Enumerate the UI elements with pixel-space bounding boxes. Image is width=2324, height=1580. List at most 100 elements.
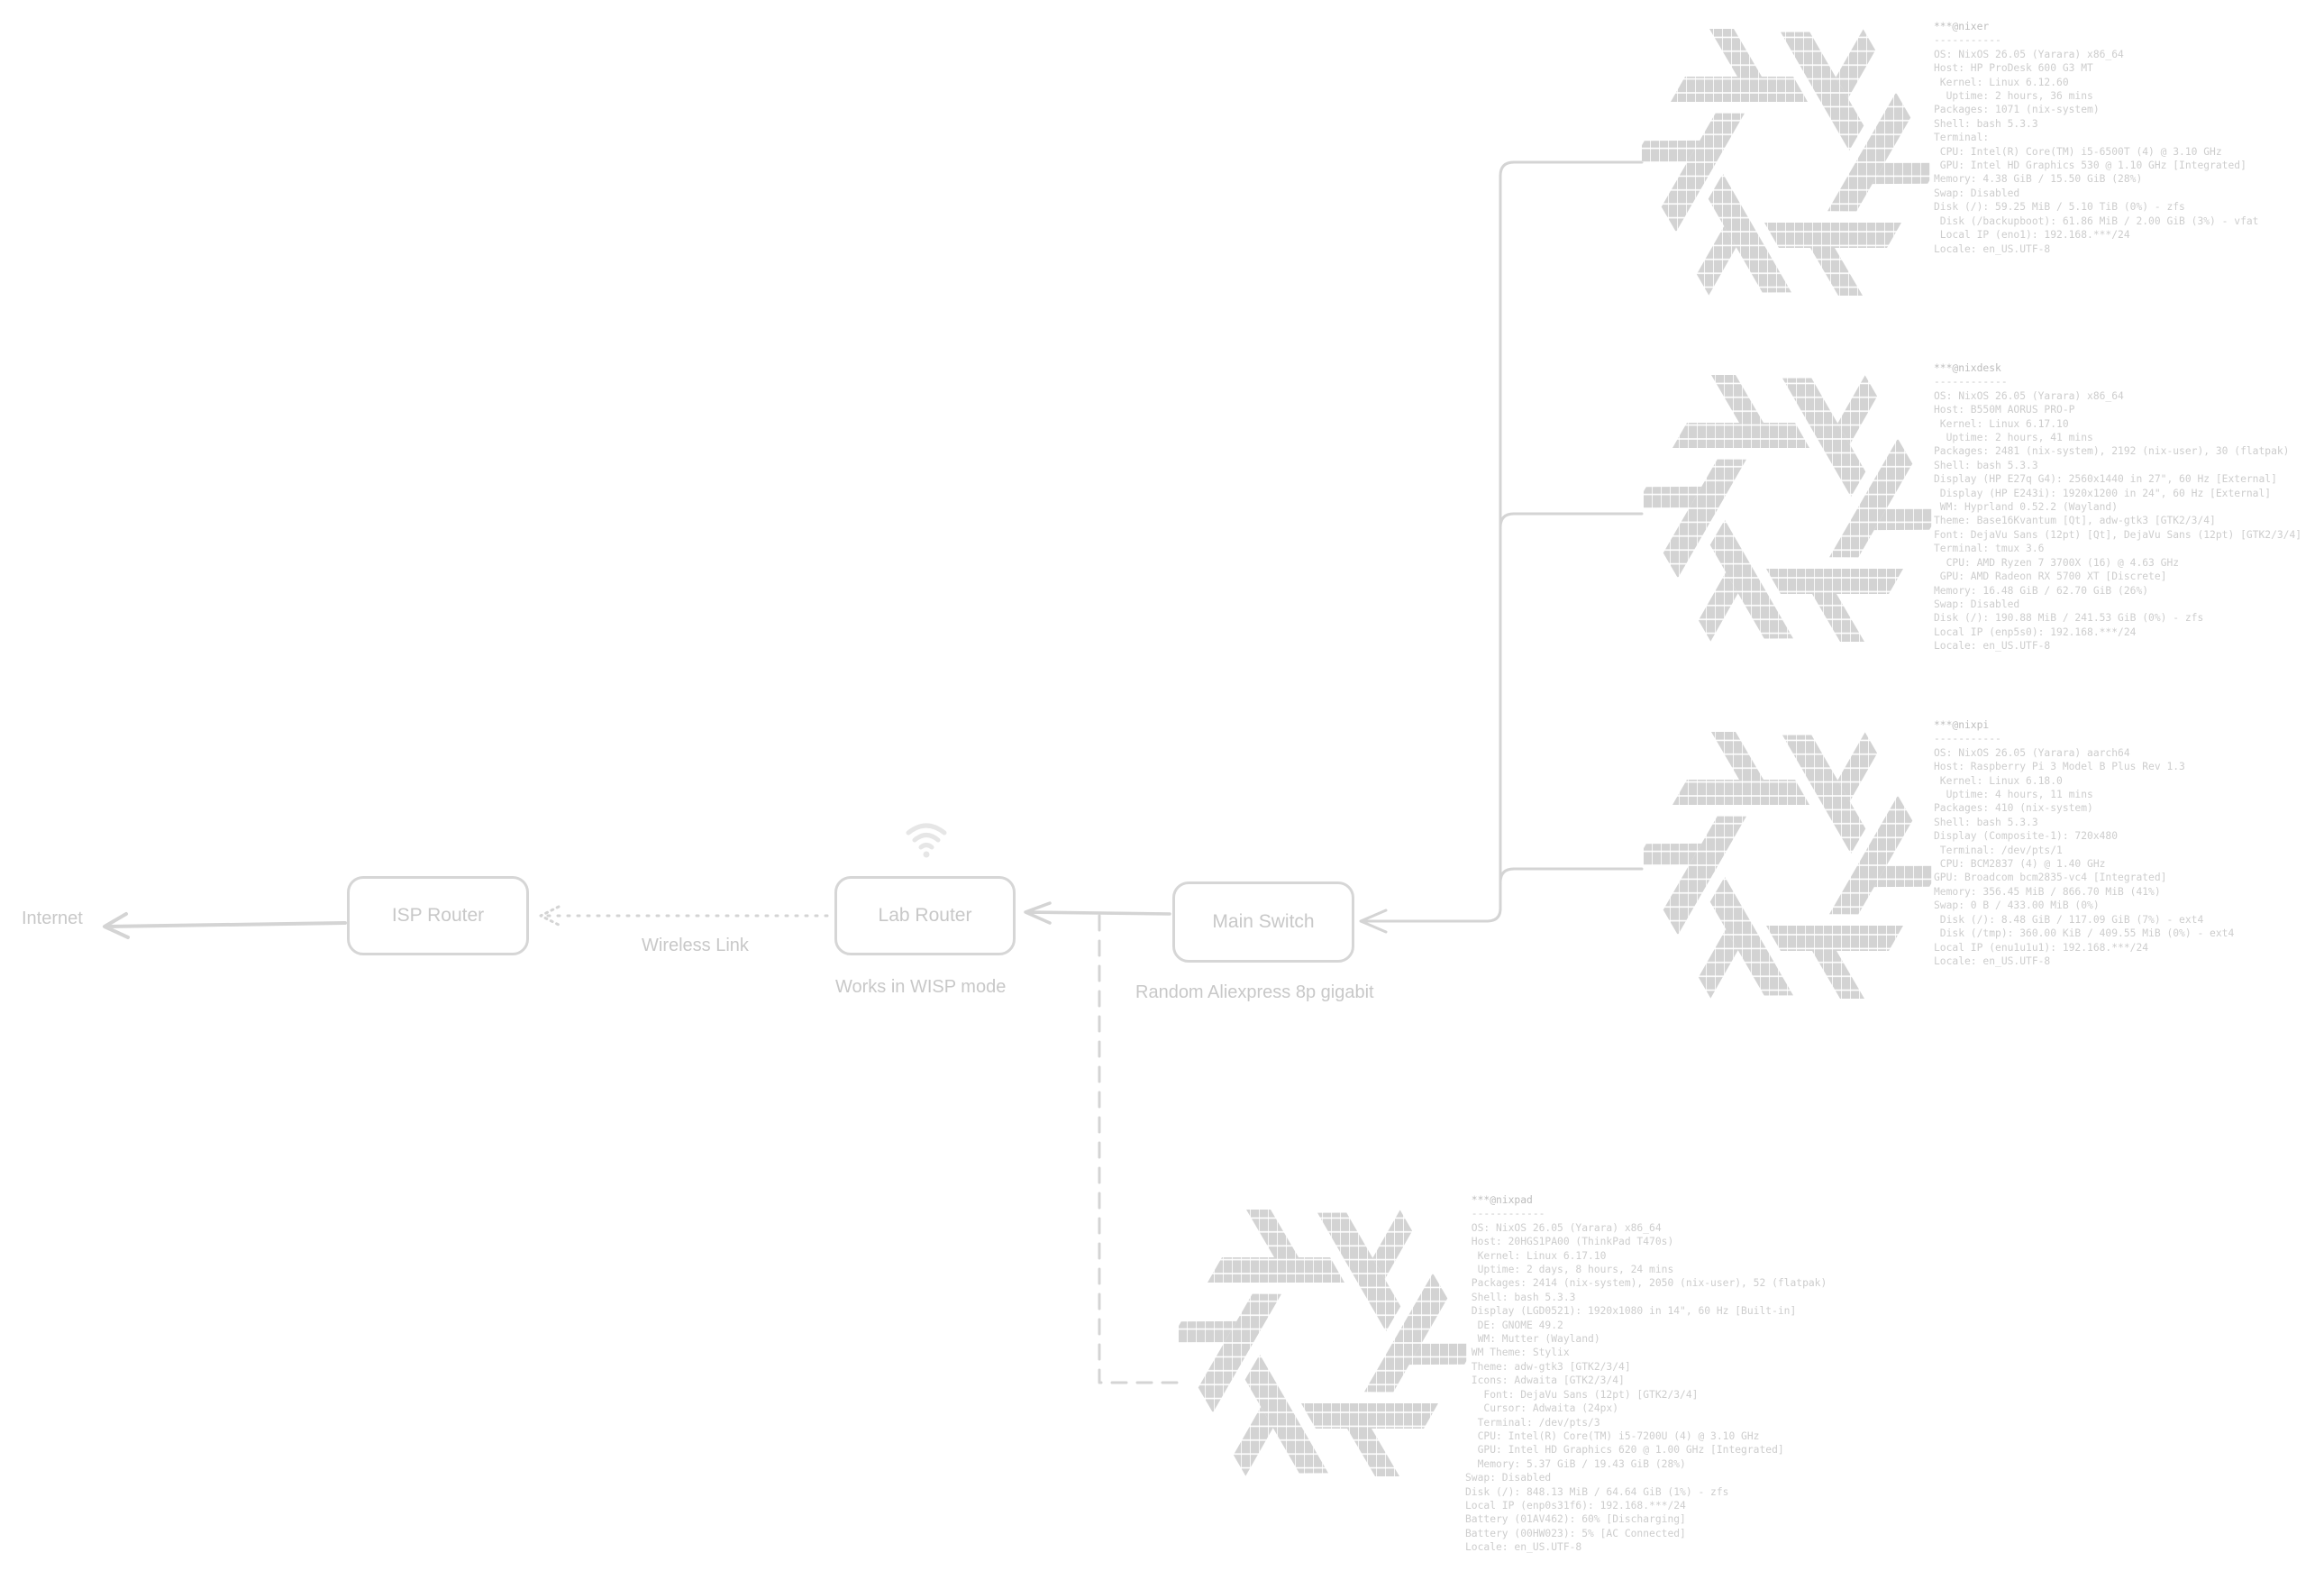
info-line: WM: Hyprland 0.52.2 (Wayland) xyxy=(1934,501,2119,514)
info-line: Local IP (enp0s31f6): 192.168.***/24 xyxy=(1465,1499,1686,1512)
info-line: WM Theme: Stylix xyxy=(1465,1347,1570,1359)
info-line: Local IP (enp5s0): 192.168.***/24 xyxy=(1934,626,2137,638)
arrowhead-into-switch xyxy=(1359,909,1388,934)
info-line: CPU: AMD Ryzen 7 3700X (16) @ 4.63 GHz xyxy=(1934,556,2180,569)
info-line: Swap: Disabled xyxy=(1934,598,2020,610)
info-line: Uptime: 4 hours, 11 mins xyxy=(1934,789,2093,801)
nixos-snowflake-icon xyxy=(1644,364,1932,653)
info-line: Terminal: /dev/pts/1 xyxy=(1934,844,2063,856)
info-line: Battery (00HW023): 5% [AC Connected] xyxy=(1465,1527,1686,1539)
info-line: Host: 20HGS1PA00 (ThinkPad T470s) xyxy=(1465,1236,1674,1248)
nixos-snowflake-icon xyxy=(1179,1199,1467,1487)
arrow-switch-to-lab-router xyxy=(1024,901,1171,925)
info-line: Swap: 0 B / 433.00 MiB (0%) xyxy=(1934,900,2100,912)
info-line: GPU: AMD Radeon RX 5700 XT [Discrete] xyxy=(1934,571,2167,583)
internet-label: Internet xyxy=(22,909,83,928)
info-line: Uptime: 2 hours, 36 mins xyxy=(1934,90,2093,103)
host-separator: ------------ xyxy=(1934,376,2008,388)
info-line: Packages: 2414 (nix-system), 2050 (nix-u… xyxy=(1465,1277,1827,1290)
wifi-icon xyxy=(906,823,947,858)
info-line: GPU: Intel HD Graphics 620 @ 1.00 GHz [I… xyxy=(1465,1444,1784,1457)
info-line: Disk (/tmp): 360.00 KiB / 409.55 MiB (0%… xyxy=(1934,927,2235,940)
info-line: Battery (01AV462): 60% [Discharging] xyxy=(1465,1513,1686,1526)
info-line: OS: NixOS 26.05 (Yarara) x86_64 xyxy=(1934,48,2124,60)
info-line: Shell: bash 5.3.3 xyxy=(1934,117,2038,130)
info-line: Disk (/): 8.48 GiB / 117.09 GiB (7%) - e… xyxy=(1934,913,2204,926)
main-switch-node[interactable]: Main Switch xyxy=(1172,881,1354,963)
info-line: Font: DejaVu Sans (12pt) [Qt], DejaVu Sa… xyxy=(1934,528,2302,541)
info-line: Shell: bash 5.3.3 xyxy=(1934,459,2038,471)
nixos-snowflake-icon xyxy=(1642,18,1930,306)
info-line: Packages: 410 (nix-system) xyxy=(1934,802,2093,815)
info-line: Shell: bash 5.3.3 xyxy=(1934,816,2038,828)
info-line: Kernel: Linux 6.12.60 xyxy=(1934,76,2069,88)
info-line: Local IP (eno1): 192.168.***/24 xyxy=(1934,229,2130,242)
info-line: Cursor: Adwaita (24px) xyxy=(1465,1402,1619,1415)
host-separator: ------------ xyxy=(1465,1208,1545,1220)
info-line: Host: B550M AORUS PRO-P xyxy=(1934,404,2075,416)
info-line: Uptime: 2 days, 8 hours, 24 mins xyxy=(1465,1264,1674,1276)
info-line: Uptime: 2 hours, 41 mins xyxy=(1934,432,2093,444)
info-line: Locale: en_US.UTF-8 xyxy=(1934,954,2051,967)
info-line: DE: GNOME 49.2 xyxy=(1465,1319,1563,1331)
info-line: Memory: 4.38 GiB / 15.50 GiB (28%) xyxy=(1934,173,2143,186)
host-info-nixdesk: ***@nixdesk------------OS: NixOS 26.05 (… xyxy=(1934,361,2301,653)
info-line: Kernel: Linux 6.18.0 xyxy=(1934,774,2063,787)
info-line: Locale: en_US.UTF-8 xyxy=(1934,640,2051,653)
info-line: Display (Composite-1): 720x480 xyxy=(1934,830,2119,843)
info-line: OS: NixOS 26.05 (Yarara) x86_64 xyxy=(1934,389,2124,402)
nixos-snowflake-icon xyxy=(1644,721,1932,1009)
info-line: Packages: 2481 (nix-system), 2192 (nix-u… xyxy=(1934,445,2290,458)
host-separator: ----------- xyxy=(1934,34,2001,47)
info-line: Display (HP E243i): 1920x1200 in 24", 60… xyxy=(1934,487,2272,499)
info-line: Font: DejaVu Sans (12pt) [GTK2/3/4] xyxy=(1465,1388,1699,1401)
info-line: Shell: bash 5.3.3 xyxy=(1465,1291,1576,1303)
info-line: Theme: adw-gtk3 [GTK2/3/4] xyxy=(1465,1360,1631,1373)
lab-router-node[interactable]: Lab Router xyxy=(834,876,1016,955)
isp-router-label: ISP Router xyxy=(391,905,485,926)
trunk-line xyxy=(1361,160,1644,923)
main-switch-note: Random Aliexpress 8p gigabit xyxy=(1135,982,1374,1002)
info-line: Kernel: Linux 6.17.10 xyxy=(1934,417,2069,430)
info-line: Display (HP E27q G4): 2560x1440 in 27", … xyxy=(1934,473,2277,486)
info-line: Icons: Adwaita [GTK2/3/4] xyxy=(1465,1375,1625,1387)
info-line: CPU: Intel(R) Core(TM) i5-7200U (4) @ 3.… xyxy=(1465,1429,1760,1442)
main-switch-label: Main Switch xyxy=(1212,911,1315,932)
info-line: Memory: 16.48 GiB / 62.70 GiB (26%) xyxy=(1934,584,2149,597)
info-line: Theme: Base16Kvantum [Qt], adw-gtk3 [GTK… xyxy=(1934,515,2216,527)
info-line: Memory: 356.45 MiB / 866.70 MiB (41%) xyxy=(1934,885,2161,898)
info-line: Swap: Disabled xyxy=(1465,1472,1552,1484)
host-separator: ----------- xyxy=(1934,733,2001,745)
info-line: Terminal: xyxy=(1934,132,1990,144)
info-line: Host: HP ProDesk 600 G3 MT xyxy=(1934,62,2093,75)
wireless-link-arrowhead xyxy=(539,905,560,927)
info-line: Memory: 5.37 GiB / 19.43 GiB (28%) xyxy=(1465,1457,1686,1470)
info-line: CPU: Intel(R) Core(TM) i5-6500T (4) @ 3.… xyxy=(1934,145,2222,158)
wireless-link-label: Wireless Link xyxy=(642,936,749,955)
host-title: ***@nixpad xyxy=(1465,1194,1533,1206)
info-line: Display (LGD0521): 1920x1080 in 14", 60 … xyxy=(1465,1305,1797,1318)
host-title: ***@nixer xyxy=(1934,21,1990,32)
info-line: Local IP (enu1u1u1): 192.168.***/24 xyxy=(1934,941,2149,954)
info-line: Host: Raspberry Pi 3 Model B Plus Rev 1.… xyxy=(1934,761,2185,773)
info-line: Disk (/): 59.25 MiB / 5.10 TiB (0%) - zf… xyxy=(1934,201,2185,214)
info-line: Disk (/): 848.13 MiB / 64.64 GiB (1%) - … xyxy=(1465,1485,1729,1498)
host-info-nixer: ***@nixer -----------OS: NixOS 26.05 (Yar… xyxy=(1934,20,2258,256)
isp-router-node[interactable]: ISP Router xyxy=(347,876,529,955)
info-line: Locale: en_US.UTF-8 xyxy=(1465,1541,1582,1554)
dashed-link-nixpad xyxy=(1098,914,1179,1384)
host-info-nixpi: ***@nixpi-----------OS: NixOS 26.05 (Yar… xyxy=(1934,718,2234,968)
info-line: GPU: Intel HD Graphics 530 @ 1.10 GHz [I… xyxy=(1934,160,2247,172)
info-line: WM: Mutter (Wayland) xyxy=(1465,1333,1600,1346)
info-line: Disk (/): 190.88 MiB / 241.53 GiB (0%) -… xyxy=(1934,612,2204,625)
host-info-nixpad: ***@nixpad ------------ OS: NixOS 26.05 … xyxy=(1465,1193,1827,1555)
info-line: Kernel: Linux 6.17.10 xyxy=(1465,1249,1607,1262)
info-line: Swap: Disabled xyxy=(1934,187,2020,199)
branch-nixdesk xyxy=(1499,512,1644,529)
info-line: Terminal: tmux 3.6 xyxy=(1934,543,2045,555)
arrow-isp-to-internet xyxy=(103,912,347,939)
info-line: CPU: BCM2837 (4) @ 1.40 GHz xyxy=(1934,858,2106,871)
info-line: Terminal: /dev/pts/3 xyxy=(1465,1416,1600,1429)
info-line: GPU: Broadcom bcm2835-vc4 [Integrated] xyxy=(1934,872,2167,884)
